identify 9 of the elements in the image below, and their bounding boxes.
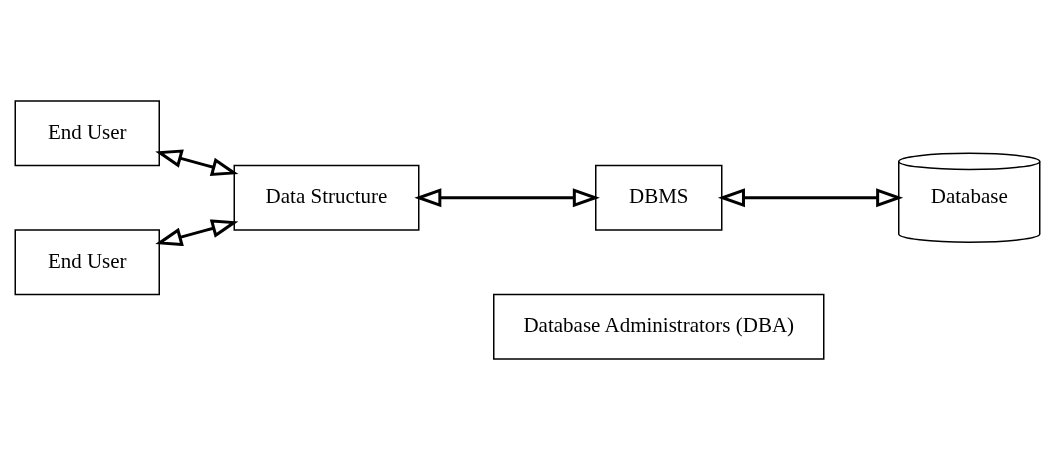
node-box: Database Administrators (DBA) (493, 293, 825, 360)
node-box: DBMS (595, 164, 723, 231)
node-box: End User (14, 99, 160, 166)
arrow (414, 187, 600, 207)
node-box: End User (14, 228, 160, 295)
arrow (155, 148, 239, 176)
arrow (717, 187, 904, 207)
arrow (155, 218, 239, 246)
node-box: Data Structure (233, 164, 420, 231)
